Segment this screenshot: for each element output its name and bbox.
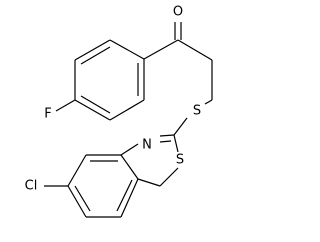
double-bond-inner [80, 95, 111, 114]
chlorine-label: Cl [25, 179, 38, 194]
bond [109, 39, 145, 60]
bond [143, 39, 179, 60]
bond [177, 39, 213, 61]
benzothiazole-ring [44, 117, 188, 218]
bond [55, 99, 76, 112]
double-bond-inner [80, 46, 111, 65]
atom-s-linker: S [190, 104, 204, 119]
bond [204, 99, 213, 105]
bond [159, 134, 175, 137]
bond [74, 99, 111, 121]
bond [120, 143, 139, 156]
bond [159, 167, 179, 187]
atom-f: F [42, 106, 55, 122]
sulfur-ring-label: S [176, 153, 184, 168]
atom-s-ring: S [173, 152, 187, 168]
bond [173, 117, 188, 136]
bond [120, 178, 139, 218]
sulfur-linker-label: S [193, 104, 201, 119]
bond [67, 154, 87, 187]
fluorine-label: F [44, 107, 51, 122]
bond [137, 178, 161, 187]
double-bond-inner [74, 185, 91, 212]
oxygen-label: O [173, 5, 183, 20]
bond [74, 39, 111, 61]
atom-n: N [140, 137, 154, 153]
atom-o: O [171, 4, 185, 20]
nitrogen-label: N [142, 138, 152, 153]
double-bond-inner [159, 140, 172, 143]
bond [120, 154, 139, 180]
atom-cl: Cl [20, 178, 42, 194]
fluorophenyl-ring [74, 39, 145, 121]
structural-formula: O F S N S Cl [20, 4, 213, 218]
keto-chain [55, 22, 213, 112]
bond [67, 185, 87, 218]
bond [173, 134, 179, 153]
double-bond-inner [116, 179, 133, 212]
bond [109, 99, 145, 121]
